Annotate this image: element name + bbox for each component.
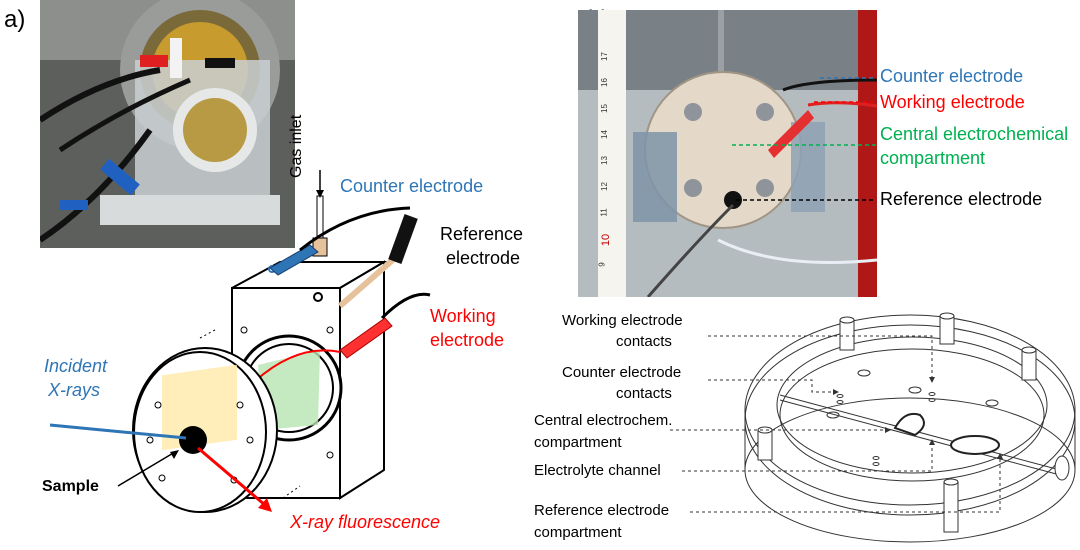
panel-b-photo (578, 10, 877, 297)
panel-a-photo (40, 0, 295, 248)
incident-xrays-label-1: Incident (44, 356, 108, 376)
electrolyte-channel-label: Electrolyte channel (534, 462, 661, 479)
ce-contacts-label-1: Counter electrode (562, 364, 682, 381)
reference-electrode-label-a-1: Reference (440, 224, 524, 244)
counter-electrode-label-b: Counter electrode (880, 66, 1024, 86)
working-electrode-label-a-2: electrode (430, 330, 505, 350)
incident-xrays-label-2: X-rays (48, 380, 101, 400)
we-contacts-label-1: Working electrode (562, 312, 683, 329)
reference-electrode-label-a-2: electrode (446, 248, 521, 268)
reference-compartment-label-2: compartment (534, 524, 622, 541)
we-contacts-label-2: contacts (616, 333, 672, 350)
working-electrode-label-b: Working electrode (880, 92, 1025, 112)
panel-a-photo-drawing (40, 0, 295, 248)
panel-b-photo-drawing (578, 10, 877, 297)
panel-a-tag: a) (4, 6, 26, 33)
working-electrode-label-a-1: Working (430, 306, 496, 326)
sample-label: Sample (42, 478, 99, 495)
central-compartment-label-short-2: compartment (534, 434, 622, 451)
ce-contacts-label-2: contacts (616, 385, 672, 402)
xray-fluorescence-label: X-ray fluorescence (290, 512, 441, 532)
central-compartment-label-b-2: compartment (880, 148, 986, 168)
central-compartment-label-short-1: Central electrochem. (534, 412, 673, 429)
reference-compartment-label-1: Reference electrode (534, 502, 670, 519)
central-compartment-label-b-1: Central electrochemical (880, 124, 1069, 144)
counter-electrode-label-a: Counter electrode (340, 176, 484, 196)
reference-electrode-label-b: Reference electrode (880, 189, 1043, 209)
